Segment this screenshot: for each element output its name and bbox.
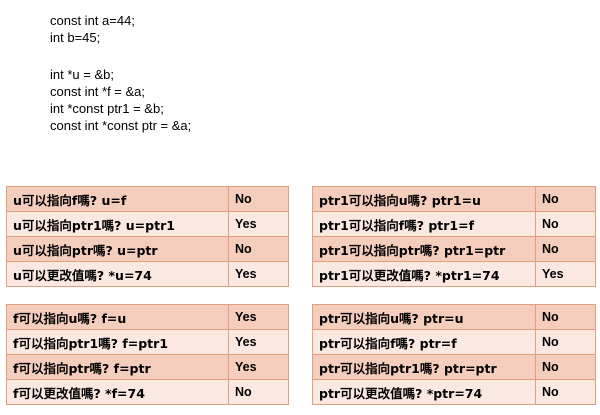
code-line: int *const ptr1 = &b; xyxy=(50,101,164,116)
code-line: const int *const ptr = &a; xyxy=(50,118,192,133)
table-row: f可以指向ptr1嗎? f=ptr1 Yes xyxy=(6,329,289,355)
table-row: f可以指向u嗎? f=u Yes xyxy=(6,304,289,330)
answer-cell: No xyxy=(535,211,596,237)
answer-cell: No xyxy=(535,379,596,405)
question-cell: f可以指向ptr嗎? f=ptr xyxy=(6,354,229,380)
answer-cell: No xyxy=(535,329,596,355)
answer-cell: No xyxy=(535,354,596,380)
question-cell: ptr可以指向f嗎? ptr=f xyxy=(312,329,536,355)
table-row: u可以指向f嗎? u=f No xyxy=(6,186,289,212)
question-cell: f可以指向ptr1嗎? f=ptr1 xyxy=(6,329,229,355)
question-cell: u可以指向f嗎? u=f xyxy=(6,186,229,212)
question-cell: ptr可以指向ptr1嗎? ptr=ptr xyxy=(312,354,536,380)
table-row: ptr可以指向u嗎? ptr=u No xyxy=(312,304,596,330)
code-blank-line xyxy=(50,46,191,66)
answer-cell: Yes xyxy=(228,354,289,380)
table-row: f可以指向ptr嗎? f=ptr Yes xyxy=(6,354,289,380)
table-row: ptr可以指向ptr1嗎? ptr=ptr No xyxy=(312,354,596,380)
answer-cell: Yes xyxy=(228,211,289,237)
code-line: const int a=44; xyxy=(50,13,135,28)
answer-cell: Yes xyxy=(228,261,289,287)
question-cell: f可以更改值嗎? *f=74 xyxy=(6,379,229,405)
code-line: int b=45; xyxy=(50,30,101,45)
question-cell: u可以指向ptr嗎? u=ptr xyxy=(6,236,229,262)
table-row: f可以更改值嗎? *f=74 No xyxy=(6,379,289,405)
answer-cell: No xyxy=(535,236,596,262)
question-cell: ptr可以指向u嗎? ptr=u xyxy=(312,304,536,330)
answer-cell: No xyxy=(228,236,289,262)
code-line: int *u = &b; xyxy=(50,67,114,82)
question-cell: ptr1可以指向f嗎? ptr1=f xyxy=(312,211,536,237)
table-ptr: ptr可以指向u嗎? ptr=u No ptr可以指向f嗎? ptr=f No … xyxy=(312,304,596,405)
table-row: u可以更改值嗎? *u=74 Yes xyxy=(6,261,289,287)
table-row: ptr可以指向f嗎? ptr=f No xyxy=(312,329,596,355)
table-row: ptr1可以指向f嗎? ptr1=f No xyxy=(312,211,596,237)
answer-cell: No xyxy=(228,186,289,212)
table-row: ptr1可以更改值嗎? *ptr1=74 Yes xyxy=(312,261,596,287)
table-u: u可以指向f嗎? u=f No u可以指向ptr1嗎? u=ptr1 Yes u… xyxy=(6,186,289,287)
question-cell: u可以更改值嗎? *u=74 xyxy=(6,261,229,287)
table-row: u可以指向ptr嗎? u=ptr No xyxy=(6,236,289,262)
code-snippet: const int a=44; int b=45; int *u = &b; c… xyxy=(50,12,191,134)
table-ptr1: ptr1可以指向u嗎? ptr1=u No ptr1可以指向f嗎? ptr1=f… xyxy=(312,186,596,287)
table-row: u可以指向ptr1嗎? u=ptr1 Yes xyxy=(6,211,289,237)
table-row: ptr1可以指向ptr嗎? ptr1=ptr No xyxy=(312,236,596,262)
question-cell: ptr1可以指向u嗎? ptr1=u xyxy=(312,186,536,212)
answer-cell: No xyxy=(535,186,596,212)
question-cell: ptr1可以更改值嗎? *ptr1=74 xyxy=(312,261,536,287)
question-cell: f可以指向u嗎? f=u xyxy=(6,304,229,330)
answer-cell: No xyxy=(535,304,596,330)
answer-cell: Yes xyxy=(228,304,289,330)
table-f: f可以指向u嗎? f=u Yes f可以指向ptr1嗎? f=ptr1 Yes … xyxy=(6,304,289,405)
code-line: const int *f = &a; xyxy=(50,84,146,99)
question-cell: ptr可以更改值嗎? *ptr=74 xyxy=(312,379,536,405)
question-cell: u可以指向ptr1嗎? u=ptr1 xyxy=(6,211,229,237)
answer-cell: No xyxy=(228,379,289,405)
table-row: ptr1可以指向u嗎? ptr1=u No xyxy=(312,186,596,212)
question-cell: ptr1可以指向ptr嗎? ptr1=ptr xyxy=(312,236,536,262)
answer-cell: Yes xyxy=(228,329,289,355)
answer-cell: Yes xyxy=(535,261,596,287)
table-row: ptr可以更改值嗎? *ptr=74 No xyxy=(312,379,596,405)
